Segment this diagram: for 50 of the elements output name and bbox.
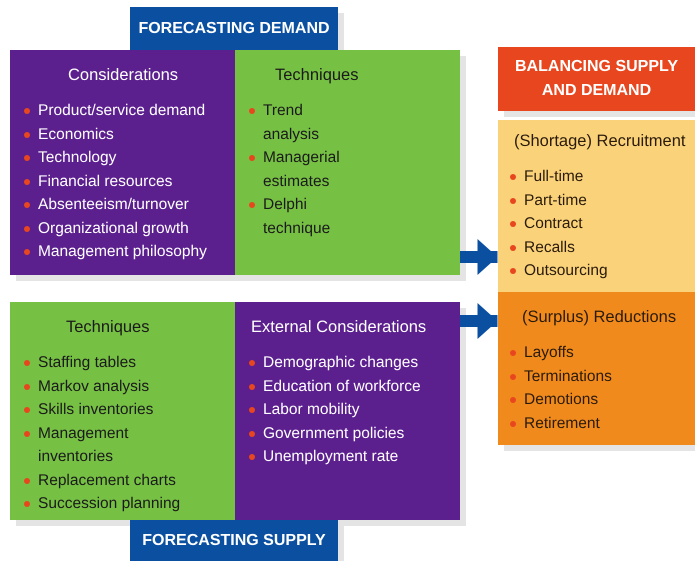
bullet-item: Terminations <box>524 366 612 386</box>
section-banner <box>498 47 695 111</box>
bullet-item: Technology <box>38 148 116 168</box>
bullet-item: Succession planning <box>38 494 180 514</box>
panel-heading: Techniques <box>65 318 150 337</box>
panel-heading: (Surplus) Reductions <box>521 308 678 327</box>
panel-heading: Considerations <box>67 66 180 85</box>
bullet-item: Managerial estimates <box>263 148 341 192</box>
bullet-item: Recalls <box>524 238 575 258</box>
bullet-item: Labor mobility <box>263 400 360 420</box>
bullet-item: Demotions <box>524 390 598 410</box>
bullet-item: Government policies <box>263 424 404 444</box>
banner-title: BALANCING SUPPLY AND DEMAND <box>514 57 679 101</box>
bullet-item: Markov analysis <box>38 376 150 396</box>
bullet-item: Absenteeism/turnover <box>38 195 189 215</box>
panel-heading: External Considerations <box>250 318 428 337</box>
bullet-item: Trend analysis <box>263 101 320 144</box>
bullet-item: Management inventories <box>38 424 130 467</box>
bullet-item: Full-time <box>524 167 584 187</box>
list-panel <box>498 120 695 292</box>
bullet-item: Demographic changes <box>263 353 418 373</box>
section-banner <box>130 7 338 50</box>
bullet-item: Retirement <box>524 414 600 434</box>
bullet-item: Part-time <box>524 190 587 210</box>
bullet-item: Layoffs <box>524 343 574 363</box>
banner-title: FORECASTING DEMAND <box>138 18 330 38</box>
bullet-item: Education of workforce <box>263 376 421 396</box>
bullet-item: Unemployment rate <box>263 447 398 467</box>
list-panel <box>235 302 460 520</box>
list-panel <box>10 50 235 275</box>
bullet-item: Delphi technique <box>263 195 332 238</box>
panel-heading: (Shortage) Recruitment <box>513 132 686 151</box>
bullet-item: Outsourcing <box>524 261 608 281</box>
bullet-item: Management philosophy <box>38 242 207 262</box>
bullet-item: Skills inventories <box>38 400 154 420</box>
bullet-item: Staffing tables <box>38 353 136 373</box>
bullet-item: Organizational growth <box>38 218 189 238</box>
list-panel <box>10 302 235 520</box>
panel-heading: Techniques <box>274 66 360 85</box>
bullet-item: Replacement charts <box>38 470 176 490</box>
banner-title: FORECASTING SUPPLY <box>142 530 326 550</box>
bullet-item: Product/service demand <box>38 101 206 121</box>
list-panel <box>498 292 695 445</box>
block-arrow <box>460 303 498 339</box>
section-banner <box>130 520 338 561</box>
bullet-item: Financial resources <box>38 172 172 192</box>
block-arrow <box>460 239 498 275</box>
bullet-item: Contract <box>524 214 583 234</box>
list-panel <box>235 50 460 275</box>
bullet-item: Economics <box>38 124 114 144</box>
